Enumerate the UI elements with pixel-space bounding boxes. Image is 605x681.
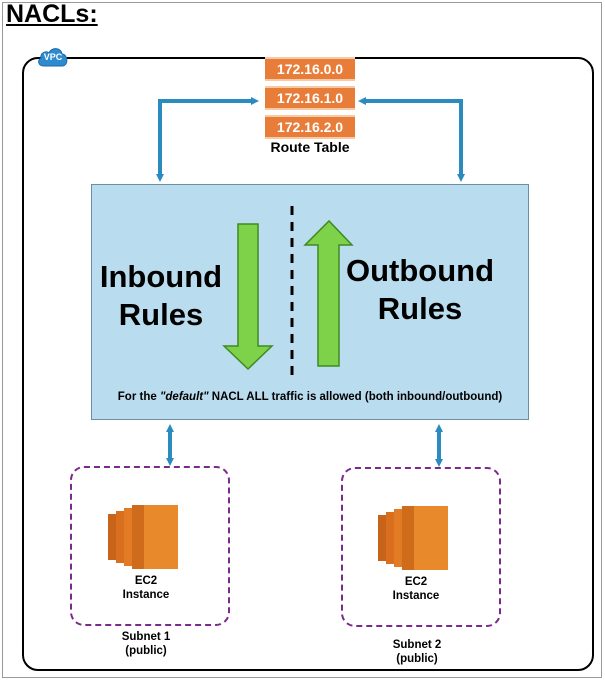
route-entry: 172.16.1.0 bbox=[265, 86, 355, 110]
subnet-label-line: (public) bbox=[125, 645, 167, 657]
route-table-label: Route Table bbox=[270, 139, 350, 155]
outbound-arrow-icon bbox=[303, 219, 354, 367]
note-suffix: NACL ALL traffic is allowed (both inboun… bbox=[208, 391, 503, 403]
outbound-rules-label: Outbound Rules bbox=[340, 252, 500, 328]
inbound-label-line: Rules bbox=[118, 297, 204, 332]
subnet-label-line: Subnet 2 bbox=[392, 639, 442, 651]
subnet-1-label: Subnet 1 (public) bbox=[86, 630, 206, 658]
inbound-arrow-icon bbox=[222, 223, 274, 371]
ec2-instance-label: EC2 Instance bbox=[356, 575, 476, 603]
nacl-box bbox=[91, 184, 529, 420]
cloud-icon bbox=[38, 48, 68, 67]
vpc-badge-label: VPC bbox=[43, 52, 63, 62]
ec2-server-icon bbox=[378, 506, 448, 570]
route-entry: 172.16.2.0 bbox=[265, 115, 355, 139]
subnet-label-line: (public) bbox=[396, 653, 438, 665]
note-prefix: For the bbox=[117, 391, 160, 403]
ec2-label-line: Instance bbox=[122, 589, 170, 601]
outbound-label-line: Rules bbox=[377, 291, 463, 326]
ec2-server-icon bbox=[108, 505, 178, 569]
subnet-1-box bbox=[70, 466, 230, 626]
subnet-label-line: Subnet 1 bbox=[121, 631, 171, 643]
subnet-2-box bbox=[341, 467, 501, 627]
subnet-2-label: Subnet 2 (public) bbox=[357, 638, 477, 666]
page-title: NACLs: bbox=[6, 0, 98, 28]
route-arrow-right bbox=[358, 97, 465, 182]
ec2-label-line: EC2 bbox=[134, 575, 158, 587]
ec2-label-line: EC2 bbox=[404, 576, 428, 588]
default-nacl-note: For the "default" NACL ALL traffic is al… bbox=[91, 391, 529, 403]
inbound-label-line: Inbound bbox=[99, 259, 223, 294]
note-emphasis: "default" bbox=[159, 391, 209, 403]
ec2-label-line: Instance bbox=[392, 590, 440, 602]
ec2-instance-label: EC2 Instance bbox=[86, 574, 206, 602]
route-arrow-left bbox=[156, 97, 259, 182]
inbound-rules-label: Inbound Rules bbox=[96, 258, 226, 334]
outbound-label-line: Outbound bbox=[345, 253, 495, 288]
route-entry: 172.16.0.0 bbox=[265, 57, 355, 81]
